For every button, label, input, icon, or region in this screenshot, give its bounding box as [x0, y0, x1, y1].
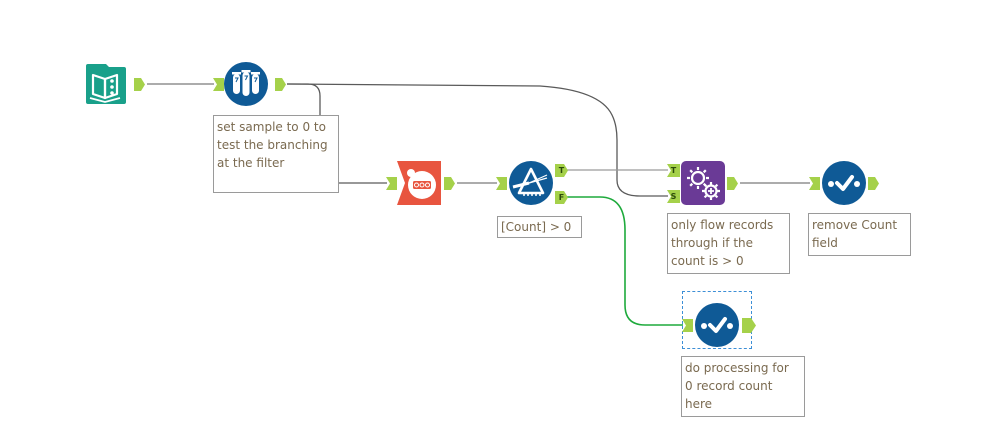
append-target-label: T	[670, 166, 677, 175]
sample-tool[interactable]	[224, 62, 268, 106]
append-source-anchor[interactable]: S	[667, 190, 680, 203]
filter-input-anchor[interactable]	[496, 177, 507, 190]
filter-false-anchor[interactable]: F	[555, 191, 568, 204]
filter-true-anchor[interactable]: T	[555, 164, 568, 177]
input-data-tool[interactable]	[84, 62, 128, 106]
connection-sample-to-append-source[interactable]	[286, 83, 668, 197]
select-tool-zero-records[interactable]	[695, 303, 739, 347]
select2-input-anchor[interactable]	[682, 319, 693, 332]
select1-annotation: remove Count field	[808, 213, 911, 256]
input-output-anchor[interactable]	[134, 78, 146, 91]
count-records-tool[interactable]	[397, 161, 441, 205]
append-output-anchor[interactable]	[727, 177, 739, 190]
count-records-icon	[397, 161, 441, 205]
append-target-anchor[interactable]: T	[667, 164, 680, 177]
count-output-anchor[interactable]	[444, 177, 456, 190]
select-check-icon	[822, 161, 866, 205]
append-source-label: S	[670, 192, 677, 201]
count-input-anchor[interactable]	[386, 177, 397, 190]
append-fields-gears-icon	[681, 161, 725, 205]
select2-annotation: do processing for 0 record count here	[681, 356, 805, 417]
filter-false-label: F	[558, 193, 565, 202]
sample-annotation: set sample to 0 to test the branching at…	[213, 115, 339, 193]
filter-prism-icon	[509, 161, 553, 205]
select-tool-remove-count[interactable]	[822, 161, 866, 205]
select-check-icon	[695, 303, 739, 347]
sample-input-anchor[interactable]	[213, 78, 224, 91]
append-fields-tool[interactable]	[681, 161, 725, 205]
select2-output-anchor[interactable]	[742, 318, 756, 333]
connection-filter-false-to-select2[interactable]	[567, 196, 683, 326]
select1-output-anchor[interactable]	[868, 177, 880, 190]
sample-test-tubes-icon	[224, 62, 268, 106]
filter-true-label: T	[558, 166, 565, 175]
append-annotation: only flow records through if the count i…	[667, 213, 790, 274]
select1-input-anchor[interactable]	[809, 177, 820, 190]
input-data-book-icon	[86, 64, 126, 104]
filter-tool[interactable]	[509, 161, 553, 205]
sample-output-anchor[interactable]	[275, 78, 287, 91]
filter-annotation: [Count] > 0	[497, 216, 582, 238]
